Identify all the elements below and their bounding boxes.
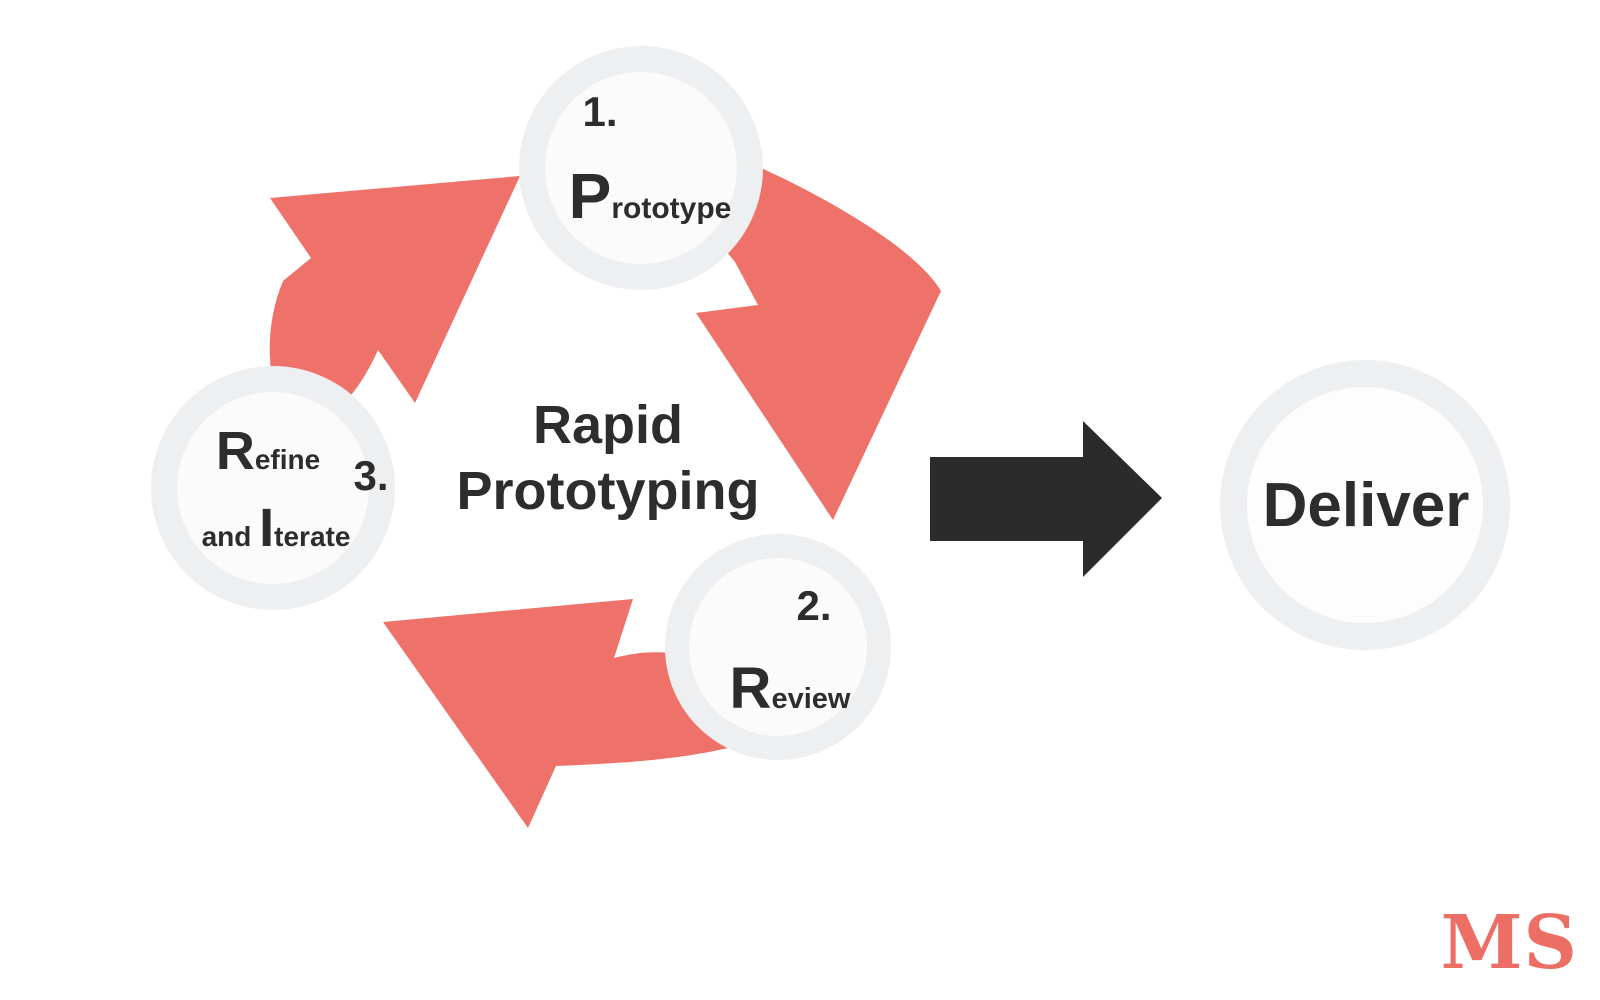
deliver-arrow-icon <box>930 421 1162 577</box>
step-1-number: 1. <box>582 88 618 135</box>
step-1-label: Prototype <box>569 164 732 228</box>
step-3-line1-rest: efine <box>254 444 321 475</box>
step-2-initial: R <box>729 656 772 721</box>
step-3-label-line1: Refine <box>216 424 320 478</box>
step-1-rest: rototype <box>611 192 732 225</box>
step-3-initial-i: I <box>259 498 275 558</box>
deliver-label: Deliver <box>1262 471 1470 540</box>
step-3-initial-r: R <box>215 421 255 481</box>
step-3-line2-pre: and <box>201 521 260 552</box>
cycle-arrow-prototype-to-review-icon <box>692 162 941 520</box>
circle-step-review <box>665 534 891 760</box>
step-1-initial: P <box>568 160 612 232</box>
diagram-title-line2: Prototyping <box>456 461 760 521</box>
diagram-title-line1: Rapid <box>532 395 683 456</box>
diagram-title: Rapid Prototyping <box>457 393 760 525</box>
step-3-number: 3. <box>353 452 389 499</box>
step-3-label-line2: and Iterate <box>202 501 351 555</box>
step-3-line2-rest: terate <box>274 521 351 552</box>
step-2-rest: eview <box>771 683 851 715</box>
cycle-arrow-review-to-refine-icon <box>383 599 800 828</box>
ms-logo: MS <box>1440 900 1578 986</box>
cycle-arrow-refine-to-prototype-icon <box>269 176 520 442</box>
step-2-number: 2. <box>796 582 832 629</box>
step-2-label: Review <box>730 660 851 718</box>
